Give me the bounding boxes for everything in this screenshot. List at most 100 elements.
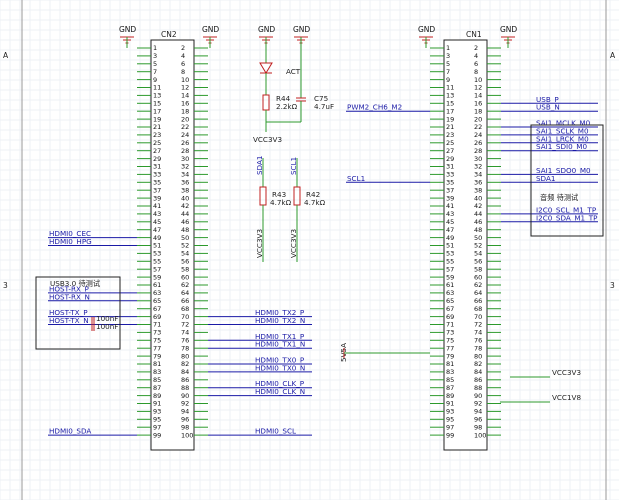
net-label-left[interactable]: HOST-RX_N [49, 292, 90, 301]
vcc3v3-r42-label: VCC3V3 [289, 229, 298, 258]
pin-number: 8 [181, 68, 185, 76]
pin-number: 36 [474, 179, 482, 187]
pin-number: 45 [446, 218, 454, 226]
pin-number: 42 [181, 202, 189, 210]
net-label-left[interactable]: HDMI0_HPG [49, 237, 92, 246]
pin-number: 48 [474, 226, 482, 234]
pin-number: 76 [181, 337, 189, 345]
net-label-cn1-right[interactable]: SAI1_SDO0_M0 [536, 166, 591, 175]
pin-number: 89 [446, 392, 454, 400]
pin-number: 47 [153, 226, 161, 234]
pin-number: 20 [474, 115, 482, 123]
svg-text:GND: GND [202, 25, 219, 34]
pin-number: 61 [446, 281, 454, 289]
pin-number: 62 [181, 281, 189, 289]
net-label-mid[interactable]: HDMI0_TX2_P [255, 308, 305, 317]
pin-number: 27 [153, 147, 161, 155]
net-label-cn1-left[interactable]: SCL1 [347, 174, 365, 183]
net-label-left[interactable]: HDMI0_SDA [49, 427, 91, 436]
pin-number: 48 [181, 226, 189, 234]
pin-number: 36 [181, 179, 189, 187]
pin-number: 26 [474, 139, 482, 147]
pin-number: 2 [474, 44, 478, 52]
net-label-left[interactable]: HDMI0_CEC [49, 229, 91, 238]
net-label-mid[interactable]: HDMI0_TX1_N [255, 340, 305, 349]
pin-number: 39 [446, 194, 454, 202]
net-label-mid[interactable]: HDMI0_SCL [255, 427, 296, 436]
net-label-mid[interactable]: HDMI0_CLK_N [255, 387, 305, 396]
net-label-left[interactable]: HOST-TX_N [49, 316, 89, 325]
pin-number: 87 [153, 384, 161, 392]
net-label-mid[interactable]: HDMI0_TX2_N [255, 316, 305, 325]
net-label-cn1-right[interactable]: SAI1_MCLK_M0 [536, 119, 591, 128]
pin-number: 13 [446, 92, 454, 100]
pin-number: 30 [181, 155, 189, 163]
net-label-mid[interactable]: HDMI0_TX0_P [255, 356, 305, 365]
pin-number: 54 [181, 250, 189, 258]
svg-text:GND: GND [418, 25, 435, 34]
pin-number: 5 [446, 60, 450, 68]
pin-number: 99 [153, 431, 161, 439]
pin-number: 3 [153, 52, 157, 60]
net-label-cn1-right[interactable]: USB_P [536, 95, 559, 104]
net-label-mid[interactable]: HDMI0_TX0_N [255, 363, 305, 372]
pin-number: 44 [181, 210, 189, 218]
net-label-left[interactable]: HOST-TX_P [49, 308, 88, 317]
vcc1v8-right-label: VCC1V8 [552, 393, 581, 402]
pin-number: 63 [153, 289, 161, 297]
pin-number: 90 [181, 392, 189, 400]
net-label-cn1-right[interactable]: SAI1_SDI0_M0 [536, 142, 587, 151]
pin-number: 74 [474, 329, 482, 337]
pin-number: 82 [474, 360, 482, 368]
pin-number: 66 [474, 297, 482, 305]
pin-number: 53 [446, 250, 454, 258]
audio-test-box: 音频 待测试 [530, 124, 604, 237]
net-label-left[interactable]: HOST-RX_P [49, 284, 89, 293]
net-label-cn1-right[interactable]: SAI1_SCLK_M0 [536, 126, 589, 135]
net-label-cn1-left[interactable]: PWM2_CH6_M2 [347, 103, 402, 112]
pin-number: 72 [474, 321, 482, 329]
net-label-cn1-right[interactable]: I2C0_SCL_M1_TP [536, 205, 597, 214]
pin-number: 7 [153, 68, 157, 76]
pin-number: 46 [181, 218, 189, 226]
pin-number: 12 [474, 84, 482, 92]
pin-number: 64 [181, 289, 189, 297]
pin-number: 32 [474, 163, 482, 171]
pin-number: 6 [474, 60, 478, 68]
pin-number: 68 [474, 305, 482, 313]
border-mark-a-right: A [610, 51, 616, 60]
connector-cn2-body [150, 39, 195, 451]
net-label-cn1-right[interactable]: USB_N [536, 103, 560, 112]
audio-box-title: 音频 待测试 [540, 193, 578, 202]
net-label-cn1-right[interactable]: SDA1 [536, 174, 555, 183]
pin-number: 5 [153, 60, 157, 68]
pin-number: 97 [446, 423, 454, 431]
svg-text:GND: GND [293, 25, 310, 34]
connector-cn1-ref: CN1 [466, 30, 482, 39]
pin-number: 56 [181, 258, 189, 266]
net-label-mid[interactable]: HDMI0_CLK_P [255, 379, 305, 388]
r42-value: 4.7kΩ [304, 198, 326, 207]
pin-number: 32 [181, 163, 189, 171]
pin-number: 18 [181, 107, 189, 115]
pin-number: 44 [474, 210, 482, 218]
pin-number: 81 [446, 360, 454, 368]
resistor-r44 [262, 94, 270, 111]
pin-number: 87 [446, 384, 454, 392]
connector-cn2-ref: CN2 [161, 30, 177, 39]
pin-number: 37 [153, 186, 161, 194]
pin-number: 41 [446, 202, 454, 210]
net-label-cn1-right[interactable]: I2C0_SDA_M1_TP [536, 213, 598, 222]
pin-number: 7 [446, 68, 450, 76]
gnd-cn2-left: GND [119, 25, 136, 48]
net-label-mid[interactable]: HDMI0_TX1_P [255, 332, 305, 341]
pin-number: 35 [446, 179, 454, 187]
pin-number: 69 [153, 313, 161, 321]
border-mark-3: 3 [3, 281, 8, 290]
pin-number: 100 [181, 431, 193, 439]
net-label-cn1-right[interactable]: SAI1_LRCK_M0 [536, 134, 589, 143]
usb3-test-box: USB3.0 待测试 100nF 100nF [35, 276, 121, 350]
